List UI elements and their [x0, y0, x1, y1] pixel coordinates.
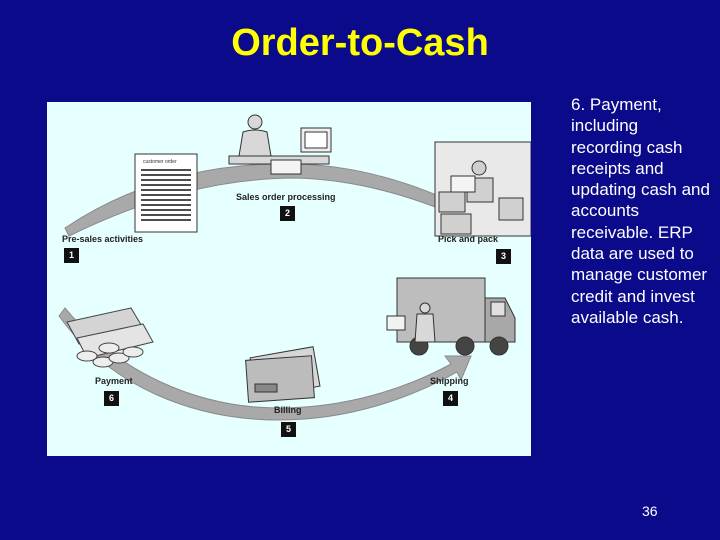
step-label-billing: Billing	[274, 405, 302, 415]
cash-payment-icon	[66, 307, 154, 368]
cycle-illustration: customer order	[58, 114, 531, 421]
step-number-6: 6	[104, 391, 119, 406]
step-label-shipping: Shipping	[430, 376, 469, 386]
step-label-payment: Payment	[95, 376, 133, 386]
step-number-2: 2	[280, 206, 295, 221]
step-number-5: 5	[281, 422, 296, 437]
delivery-truck-icon	[386, 277, 516, 356]
bill-envelope-icon	[245, 346, 321, 403]
step-label-pre-sales: Pre-sales activities	[62, 234, 144, 244]
step-number-3: 3	[496, 249, 511, 264]
order-to-cash-diagram: customer order	[47, 102, 531, 456]
step-description: 6. Payment, including recording cash rec…	[571, 95, 710, 327]
document-header: customer order	[143, 159, 177, 165]
slide-title: Order-to-Cash	[231, 22, 489, 64]
page-number: 36	[642, 503, 658, 519]
step-label-sales-order: Sales order processing	[236, 192, 336, 202]
step-label-pick-pack: Pick and pack	[438, 234, 499, 244]
step-number-4: 4	[443, 391, 458, 406]
warehouse-worker-icon	[434, 141, 531, 237]
customer-order-document: customer order	[134, 153, 198, 233]
step-number-1: 1	[64, 248, 79, 263]
sales-clerk-icon	[228, 114, 332, 175]
